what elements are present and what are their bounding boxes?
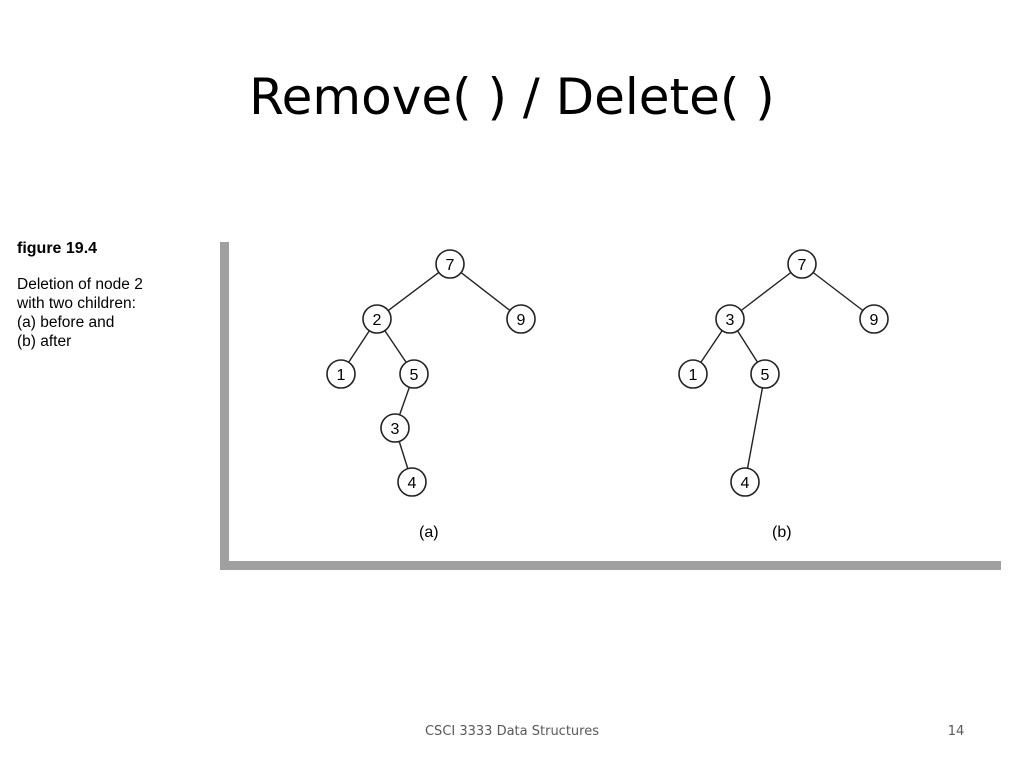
tree-edges-after: [700, 271, 864, 469]
subfigure-label-a: (a): [419, 524, 439, 541]
tree-edge: [387, 271, 440, 312]
tree-node-circle: [750, 359, 780, 389]
tree-edge: [398, 441, 409, 469]
tree-node-label: 9: [870, 312, 879, 329]
tree-edge: [736, 330, 759, 363]
tree-node-label: 1: [689, 367, 698, 384]
tree-node-label: 2: [373, 312, 382, 329]
figure-caption: Deletion of node 2 with two children: (a…: [17, 275, 143, 351]
figure-caption-line: Deletion of node 2: [17, 276, 143, 293]
tree-node-circle: [362, 304, 392, 334]
tree-node-label: 5: [761, 367, 770, 384]
tree-edge: [812, 271, 864, 312]
tree-node-label: 1: [337, 367, 346, 384]
slide-title: Remove( ) / Delete( ): [249, 68, 775, 126]
tree-node-label: 3: [391, 421, 400, 438]
tree-node: 5: [399, 359, 429, 389]
tree-node: 5: [750, 359, 780, 389]
tree-node-circle: [730, 467, 760, 497]
tree-node-circle: [506, 304, 536, 334]
figure-caption-line: with two children:: [17, 295, 136, 312]
tree-node-label: 9: [517, 312, 526, 329]
tree-node: 7: [435, 249, 465, 279]
tree-node-label: 4: [741, 475, 750, 492]
tree-node: 4: [730, 467, 760, 497]
tree-node-circle: [715, 304, 745, 334]
tree-node: 9: [506, 304, 536, 334]
tree-node-label: 7: [798, 257, 807, 274]
tree-node-circle: [399, 359, 429, 389]
tree-node-label: 3: [726, 312, 735, 329]
tree-node-circle: [859, 304, 889, 334]
tree-node-circle: [787, 249, 817, 279]
figure-caption-line: (b) after: [17, 333, 72, 350]
tree-node: 3: [715, 304, 745, 334]
tree-edge: [746, 387, 764, 469]
tree-edge: [740, 271, 792, 312]
tree-node: 4: [397, 467, 427, 497]
figure-frame-vertical: [220, 242, 229, 570]
tree-node: 3: [380, 413, 410, 443]
tree-edge: [700, 330, 723, 363]
tree-node-label: 4: [408, 475, 417, 492]
tree-edge: [348, 330, 370, 363]
slide-footer: CSCI 3333 Data Structures: [424, 724, 599, 739]
page-number: 14: [947, 724, 965, 739]
tree-node: 1: [326, 359, 356, 389]
tree-node: 7: [787, 249, 817, 279]
tree-node-label: 7: [446, 257, 455, 274]
tree-edge: [460, 272, 511, 311]
subfigure-label-b: (b): [772, 524, 792, 541]
tree-node-circle: [678, 359, 708, 389]
tree-edge: [384, 330, 407, 363]
tree-node-circle: [397, 467, 427, 497]
figure-frame-horizontal: [220, 561, 1001, 570]
tree-edges-before: [348, 271, 511, 469]
tree-node: 1: [678, 359, 708, 389]
tree-node: 9: [859, 304, 889, 334]
figure-caption-line: (a) before and: [17, 314, 115, 331]
tree-node-label: 5: [410, 367, 419, 384]
tree-node-circle: [380, 413, 410, 443]
tree-edge: [398, 386, 411, 416]
tree-node-circle: [435, 249, 465, 279]
figure-label: figure 19.4: [17, 240, 98, 257]
tree-node: 2: [362, 304, 392, 334]
tree-node-circle: [326, 359, 356, 389]
